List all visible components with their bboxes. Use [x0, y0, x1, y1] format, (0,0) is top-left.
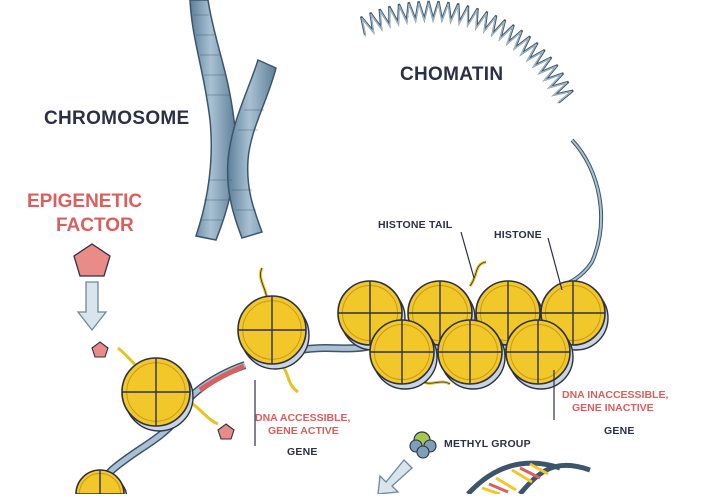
dna-accessible-label-line2: GENE ACTIVE: [268, 425, 339, 437]
chromosome-label: CHROMOSOME: [44, 108, 190, 129]
arrow-down-icon: [76, 281, 108, 332]
methyl-group-icon: [377, 431, 437, 495]
histone-disc: [121, 357, 194, 432]
pentagon-small-a: [91, 341, 109, 358]
arrow-diagonal-icon: [377, 459, 413, 495]
dna-double-helix: [466, 460, 591, 496]
methyl-group-label: METHYL GROUP: [444, 438, 531, 450]
histone-label: HISTONE: [494, 229, 542, 241]
epigenetic-factor-label-line1: EPIGENETIC: [27, 191, 143, 212]
pentagon-large: [73, 243, 111, 277]
histone-disc: [237, 295, 310, 370]
histone-disc: [505, 319, 574, 390]
pointer-lines: [254, 231, 563, 446]
chromosome: [189, 0, 277, 241]
epigenetic-factor-label-line2: FACTOR: [56, 215, 134, 236]
histone-tail-label: HISTONE TAIL: [378, 219, 453, 231]
chromatin-label: CHOMATIN: [400, 64, 504, 85]
dna-inaccessible-label-line2: GENE INACTIVE: [572, 402, 654, 414]
dna-inaccessible-label-line1: DNA INACCESSIBLE,: [562, 389, 669, 401]
histone-cluster: [75, 280, 609, 499]
histone-disc: [369, 319, 438, 390]
gene-label-left: GENE: [287, 446, 318, 458]
chromatin-coil: [360, 0, 604, 290]
histone-disc: [75, 469, 128, 499]
histone-disc: [437, 319, 506, 390]
epigenetic-factor-marks: [73, 243, 235, 440]
pentagon-small-b: [217, 423, 235, 440]
dna-accessible-label-line1: DNA ACCESSIBLE,: [255, 412, 351, 424]
gene-label-right: GENE: [604, 425, 635, 437]
